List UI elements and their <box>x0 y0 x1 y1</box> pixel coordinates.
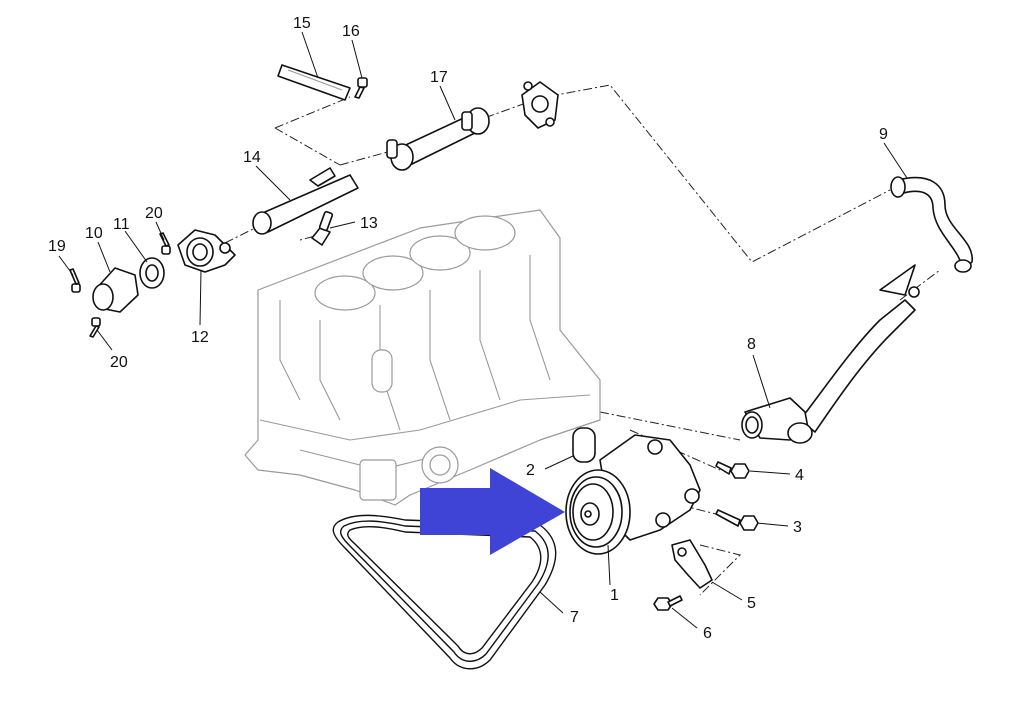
flange <box>521 81 559 129</box>
callout-6: 6 <box>703 625 712 642</box>
callout-15: 15 <box>293 15 311 32</box>
callout-12: 12 <box>191 329 209 346</box>
coolant-hose <box>890 176 973 273</box>
bolt-long <box>715 509 759 531</box>
callout-9: 9 <box>879 126 888 143</box>
leader-lines <box>58 31 908 629</box>
callout-13: 13 <box>360 215 378 232</box>
callout-17: 17 <box>430 69 448 86</box>
callout-4: 4 <box>795 467 804 484</box>
callout-19: 19 <box>48 238 66 255</box>
bolt-19 <box>69 268 81 293</box>
callout-1: 1 <box>610 587 619 604</box>
callout-7: 7 <box>570 609 579 626</box>
callout-20-lower: 20 <box>110 354 128 371</box>
outlet-housing <box>741 264 920 444</box>
thermostat <box>139 257 165 289</box>
temperature-sensor <box>311 210 334 246</box>
callout-5: 5 <box>747 595 756 612</box>
gasket <box>572 427 596 463</box>
callout-2: 2 <box>526 462 535 479</box>
callout-20-upper: 20 <box>145 205 163 222</box>
bracket <box>671 539 713 589</box>
heat-shield-strip <box>277 64 351 101</box>
inlet-fitting <box>92 267 139 313</box>
bolt-20-upper <box>159 232 171 255</box>
coolant-pipe <box>252 167 359 235</box>
bolt-20-lower <box>89 317 101 338</box>
callout-16: 16 <box>342 23 360 40</box>
callout-11: 11 <box>113 216 130 233</box>
thermostat-housing <box>177 229 236 273</box>
upper-hose <box>386 107 490 171</box>
bracket-hole <box>677 547 687 557</box>
water-pump <box>565 434 701 555</box>
callout-14: 14 <box>243 149 261 166</box>
callout-10: 10 <box>85 225 103 242</box>
bolt-short <box>715 461 750 479</box>
highlight-arrow <box>420 468 565 555</box>
bolt-bracket <box>653 595 683 611</box>
engine-block <box>244 209 601 506</box>
callout-labels: 1 2 3 4 5 6 7 8 9 10 11 12 13 14 15 16 1… <box>48 15 888 642</box>
drive-belt <box>332 514 557 670</box>
callout-8: 8 <box>747 336 756 353</box>
callout-3: 3 <box>793 519 802 536</box>
bolt-strip <box>354 77 368 99</box>
